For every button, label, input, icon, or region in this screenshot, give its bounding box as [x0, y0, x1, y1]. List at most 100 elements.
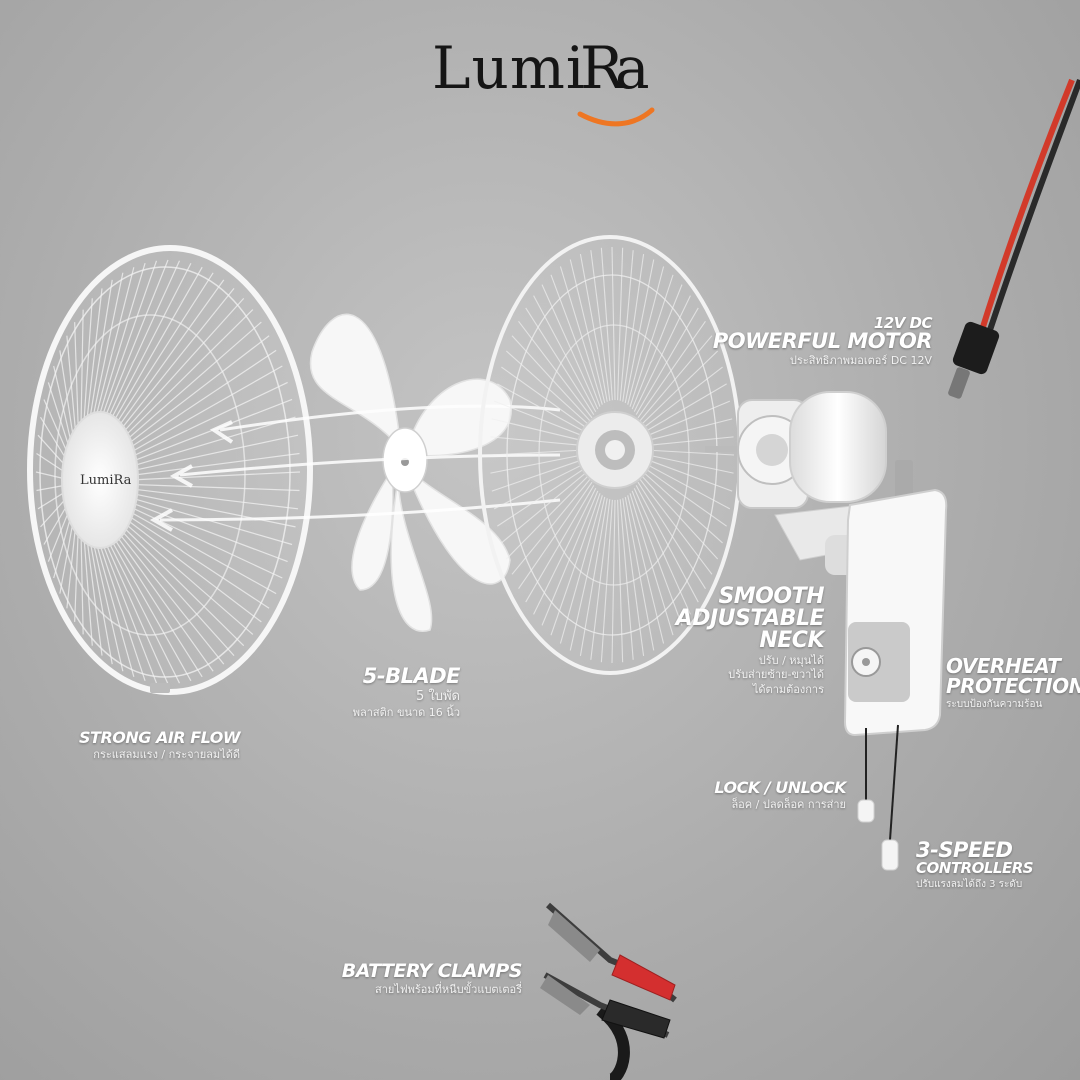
grille-wire	[501, 470, 589, 544]
wall-mount-icon	[774, 460, 948, 871]
neck-sub2: ปรับส่ายซ้าย-ขวาได้	[728, 668, 824, 682]
grille-wire	[622, 498, 645, 656]
grille-wire	[637, 481, 706, 589]
grille-wire	[627, 495, 665, 644]
grille-wire	[129, 452, 300, 477]
grille-wire	[104, 528, 192, 682]
grille-wire	[633, 488, 691, 615]
grille-wire	[550, 274, 601, 407]
grille-wire	[493, 400, 587, 438]
svg-text:LumiRa: LumiRa	[80, 473, 132, 488]
lock-subtitle: ล็อค / ปลดล็อค การส่าย	[731, 798, 846, 811]
grille-wire	[525, 307, 595, 415]
grille-wire	[644, 458, 733, 492]
overheat-line2: PROTECTION	[946, 674, 1080, 698]
grille-wire	[642, 383, 727, 434]
grille-wire	[637, 320, 706, 419]
grille-wire	[600, 247, 613, 401]
grille-wire	[491, 418, 586, 442]
grille-wire	[617, 247, 624, 401]
lock-feature: LOCK / UNLOCK ล็อค / ปลดล็อค การส่าย	[626, 780, 846, 812]
grille-wire	[104, 262, 192, 432]
airflow-arrows-icon	[149, 404, 561, 532]
grille-wire	[641, 366, 723, 430]
speed-subtitle: ปรับแรงลมได้ถึง 3 ระดับ	[916, 879, 1023, 890]
grille-wire	[99, 529, 169, 685]
grille-wire	[619, 499, 634, 660]
grille-wire	[559, 495, 603, 644]
grille-wire	[129, 434, 299, 472]
grille-wire	[94, 529, 146, 681]
grille-wire	[569, 259, 606, 404]
grille-wire	[629, 493, 674, 636]
grille-wire	[501, 366, 589, 430]
grille-wire	[511, 478, 591, 575]
grille-wire	[631, 284, 683, 410]
grille-wire	[126, 381, 288, 460]
grille-wire	[86, 279, 113, 435]
neck-sub1: ปรับ / หมุนได้	[758, 654, 824, 667]
grille-wire	[120, 514, 262, 623]
dc-cable-icon	[948, 78, 1080, 399]
grille-wire	[118, 517, 254, 635]
grille-wire	[619, 250, 634, 401]
grille-wire	[622, 254, 645, 402]
grille-wire	[109, 526, 214, 672]
grille-wire	[635, 307, 699, 415]
grille-wire	[112, 524, 225, 665]
overheat-subtitle: ระบบป้องกันความร้อน	[946, 699, 1043, 710]
grille-wire	[99, 259, 169, 431]
blade-feature: 5-BLADE 5 ใบพัด พลาสติก ขนาด 16 นิ้ว	[240, 664, 461, 720]
logo-text-a: a	[615, 34, 650, 102]
grille-wire	[122, 511, 270, 609]
grille-wire	[511, 335, 591, 422]
grille-wire	[639, 335, 713, 422]
grille-wire	[489, 449, 586, 456]
grille-wire	[579, 253, 608, 402]
grille-wire	[643, 400, 731, 438]
grille-wire	[640, 474, 719, 560]
grille-wire	[490, 453, 586, 474]
grille-wire	[644, 453, 734, 474]
grille-wire	[641, 470, 723, 544]
grille-wire	[600, 499, 613, 663]
grille-wire	[107, 266, 203, 433]
grille-wire	[84, 288, 103, 437]
motor-feature: 12V DC POWERFUL MOTOR ประสิทธิภาพมอเตอร์…	[602, 316, 933, 368]
grille-wire	[118, 309, 254, 443]
airflow-feature: STRONG AIR FLOW กระแสลมแรง / กระจายลมได้…	[20, 730, 240, 762]
grille-wire	[96, 529, 158, 684]
grille-wire	[611, 499, 616, 664]
front-grille-icon: LumiRa	[27, 245, 313, 695]
blade-sub2: พลาสติก ขนาด 16 นิ้ว	[352, 705, 460, 719]
grille-wire	[590, 250, 611, 401]
grille-wire	[633, 295, 691, 412]
grille-wire	[89, 526, 124, 672]
grille-wire	[91, 267, 135, 432]
grille-wire	[122, 335, 270, 449]
speed-line1: 3-SPEED	[916, 838, 1013, 862]
blade-title: 5-BLADE	[362, 664, 461, 688]
overheat-line1: OVERHEAT	[946, 654, 1061, 678]
grille-wire	[629, 274, 674, 407]
neck-line2: ADJUSTABLE	[675, 606, 825, 631]
grille-wire	[640, 350, 719, 426]
grille-wire	[116, 297, 245, 440]
grille-wire	[497, 383, 588, 434]
grille-wire	[94, 263, 146, 431]
grille-wire	[533, 488, 597, 615]
grille-wire	[126, 500, 288, 563]
grille-wire	[107, 527, 203, 678]
airflow-title: STRONG AIR FLOW	[79, 728, 240, 747]
grille-wire	[518, 481, 593, 590]
logo-text-base: Lumi	[432, 34, 586, 102]
grille-wire	[129, 488, 299, 510]
grille-wire	[82, 298, 93, 440]
grille-wire	[505, 350, 590, 426]
neck-sub3: ได้ตามต้องการ	[752, 682, 824, 696]
grille-wire	[505, 474, 590, 560]
grille-wire	[127, 398, 293, 464]
grille-wire	[491, 458, 586, 492]
motor-title: POWERFUL MOTOR	[712, 329, 933, 353]
motor-subtitle: ประสิทธิภาพมอเตอร์ DC 12V	[789, 354, 932, 367]
